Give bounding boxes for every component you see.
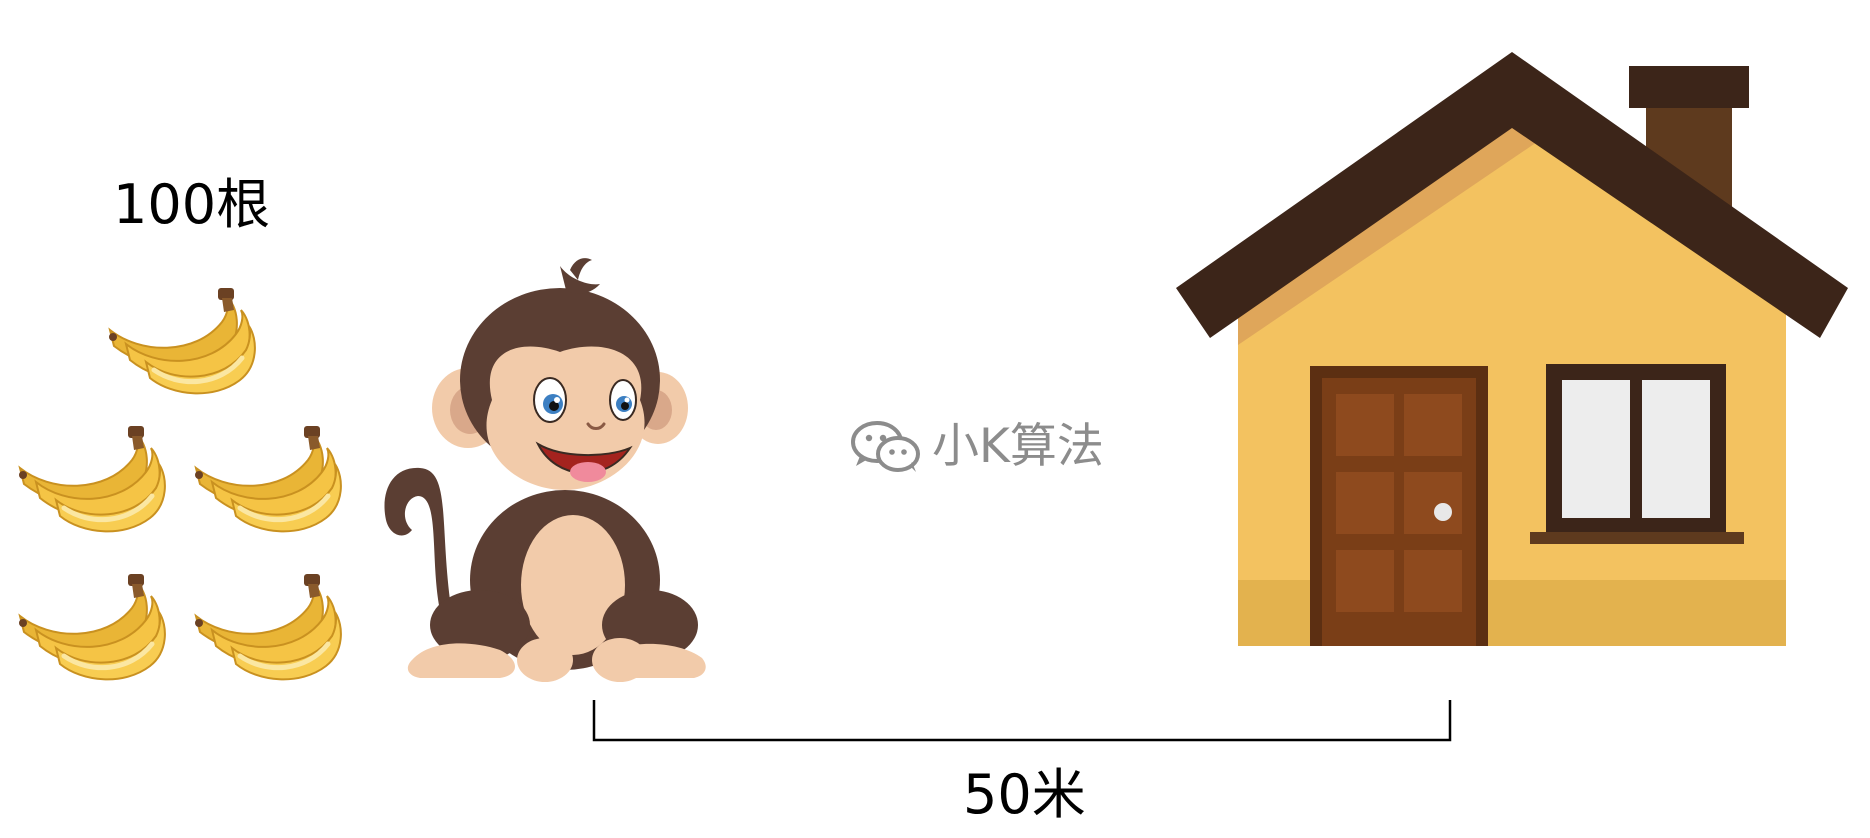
- wechat-icon: [851, 421, 920, 472]
- distance-label: 50米: [963, 763, 1086, 826]
- banana-bunch-bottom-right: [195, 574, 341, 679]
- window-sill: [1530, 532, 1744, 544]
- banana-bunches: [19, 288, 341, 679]
- banana-bunch-middle-left: [19, 426, 165, 531]
- watermark: 小K算法: [850, 418, 1104, 474]
- distance-bracket: [592, 700, 1452, 742]
- banana-bunch-middle-right: [195, 426, 341, 531]
- monkey-illustration: [384, 258, 706, 682]
- banana-bunch-top: [109, 288, 255, 393]
- house-illustration: [1176, 52, 1848, 646]
- banana-count-label: 100根: [113, 173, 271, 236]
- watermark-text: 小K算法: [932, 418, 1104, 474]
- banana-bunch-bottom-left: [19, 574, 165, 679]
- door-knob: [1434, 503, 1452, 521]
- roof: [1176, 52, 1848, 338]
